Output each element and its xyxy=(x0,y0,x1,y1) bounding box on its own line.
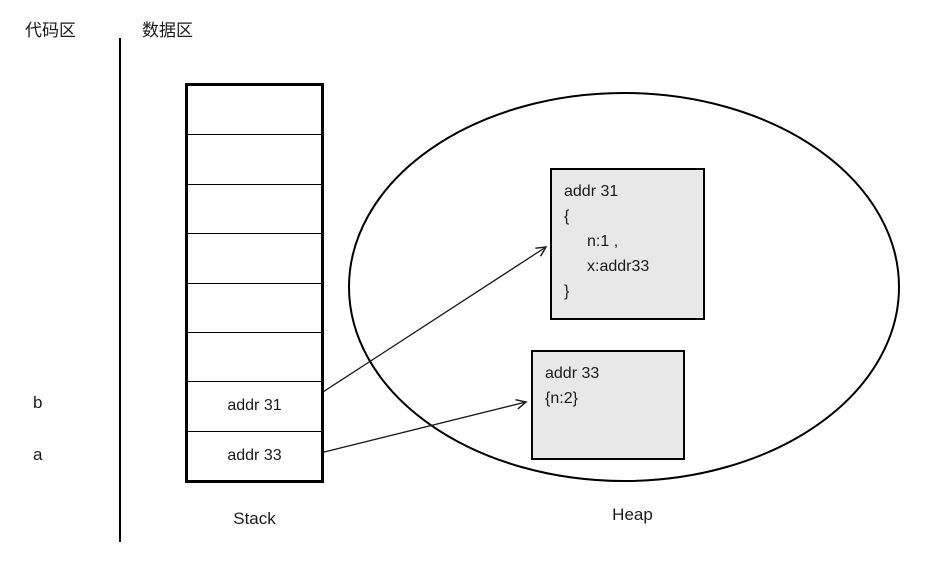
stack-cell xyxy=(188,183,321,233)
arrow-a-to-addr33 xyxy=(307,398,528,457)
heap-object-line: addr 33 xyxy=(545,365,600,382)
stack-cell-addr31: addr 31 xyxy=(188,381,321,430)
variable-a-label: a xyxy=(33,445,43,464)
stack-cell xyxy=(188,86,321,134)
stack-caption: Stack xyxy=(233,509,276,528)
stack-cell xyxy=(188,331,321,381)
heap-object-addr33: addr 33 {n:2} xyxy=(531,350,685,460)
heap-ellipse xyxy=(348,92,900,482)
heap-object-line: { xyxy=(564,208,570,225)
data-area-label: 数据区 xyxy=(142,21,193,40)
heap-object-addr31: addr 31 { n:1 , x:addr33 } xyxy=(550,168,705,320)
heap-object-line: {n:2} xyxy=(545,390,578,407)
stack-cell xyxy=(188,233,321,282)
section-divider-line xyxy=(119,38,121,542)
heap-object-line: } xyxy=(564,283,570,300)
arrow-b-to-addr31 xyxy=(305,246,548,404)
heap-object-line: x:addr33 xyxy=(587,258,650,275)
code-area-label: 代码区 xyxy=(25,21,76,40)
stack-cell xyxy=(188,134,321,183)
stack-box: addr 31 addr 33 xyxy=(185,83,324,483)
stack-cell-addr33: addr 33 xyxy=(188,430,321,480)
heap-object-line: addr 31 xyxy=(564,183,619,200)
variable-b-label: b xyxy=(33,393,43,412)
heap-caption: Heap xyxy=(612,505,653,524)
stack-cell xyxy=(188,282,321,332)
heap-object-line: n:1 , xyxy=(587,233,619,250)
